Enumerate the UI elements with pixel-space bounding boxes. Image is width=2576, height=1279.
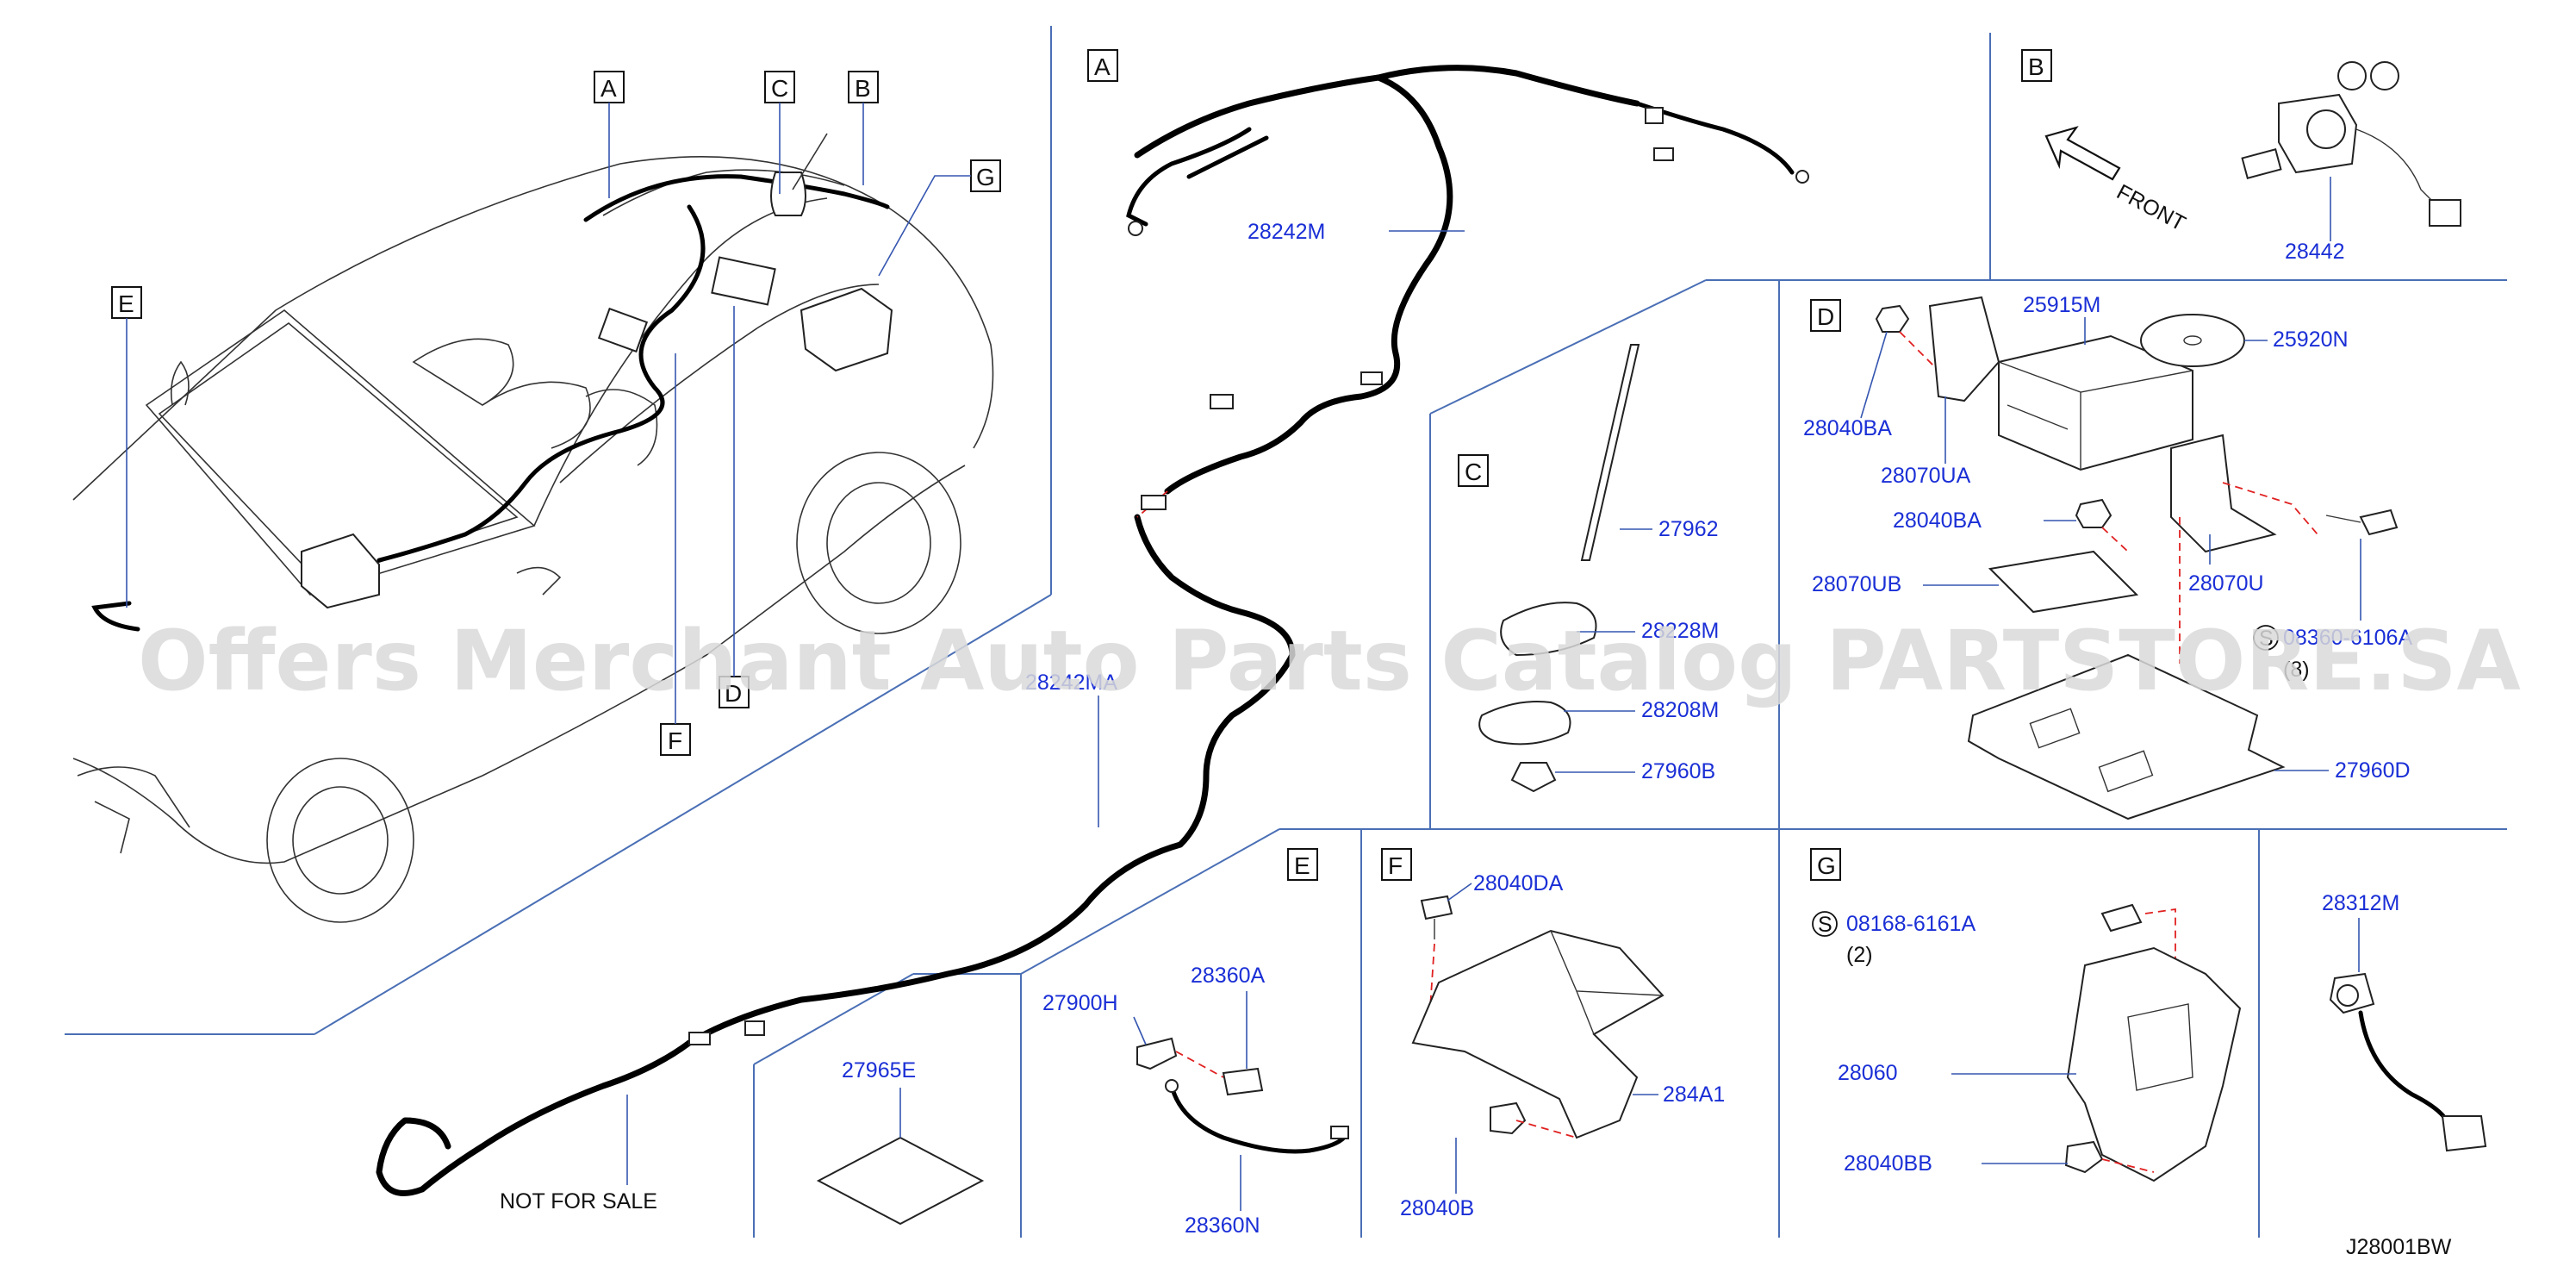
- svg-text:28442: 28442: [2285, 240, 2345, 264]
- svg-text:28228M: 28228M: [1641, 619, 1719, 643]
- section-A-label: A: [1087, 49, 1118, 82]
- svg-text:28360N: 28360N: [1185, 1213, 1260, 1238]
- svg-text:C: C: [771, 75, 788, 102]
- front-arrow-icon: [2044, 126, 2121, 181]
- svg-text:28070UB: 28070UB: [1812, 572, 1901, 596]
- section-B-label: B: [2021, 49, 2052, 82]
- svg-text:E: E: [1294, 852, 1310, 879]
- diagram-code: J28001BW: [2346, 1235, 2452, 1259]
- overview-callout-B[interactable]: B: [848, 71, 879, 185]
- svg-text:28060: 28060: [1838, 1061, 1898, 1085]
- svg-text:S: S: [1818, 913, 1832, 937]
- svg-text:G: G: [976, 164, 995, 190]
- svg-text:D: D: [1817, 303, 1834, 330]
- svg-text:D: D: [725, 680, 742, 707]
- svg-text:27960D: 27960D: [2335, 758, 2411, 783]
- svg-text:28040B: 28040B: [1400, 1196, 1474, 1220]
- overview-callout-G[interactable]: G: [878, 159, 1001, 277]
- svg-text:284A1: 284A1: [1663, 1082, 1725, 1107]
- svg-text:28040BB: 28040BB: [1844, 1151, 1932, 1176]
- svg-text:27960B: 27960B: [1641, 759, 1715, 783]
- watermark: Offers Merchant Auto Parts Catalog PARTS…: [138, 613, 2521, 709]
- svg-text:A: A: [1094, 53, 1111, 80]
- camera-part-28442: [2241, 61, 2461, 227]
- svg-text:NOT FOR SALE: NOT FOR SALE: [500, 1189, 657, 1213]
- section-G: G S 08168-6161A (2) 28060 28040BB: [1810, 848, 2242, 1182]
- svg-text:25915M: 25915M: [2023, 293, 2100, 317]
- s-mark-D: S: [2253, 625, 2279, 651]
- svg-text:FRONT: FRONT: [2112, 180, 2189, 236]
- section-E: E 27965E 27900H 28360A 28360N: [816, 848, 1349, 1238]
- section-D: D 28040BA 25915M 25920N: [1803, 293, 2412, 820]
- overview-callout-E[interactable]: E: [111, 286, 142, 608]
- svg-text:(2): (2): [1846, 943, 1873, 967]
- section-D-label: D: [1810, 299, 1841, 332]
- vehicle-overview: A C B G E D F: [72, 71, 1001, 923]
- overview-callout-F[interactable]: F: [660, 353, 691, 756]
- section-F: F 28040DA 284A1 28040B: [1381, 848, 1725, 1220]
- overview-callout-D[interactable]: D: [719, 306, 750, 708]
- svg-text:28070U: 28070U: [2188, 571, 2264, 596]
- svg-text:G: G: [1817, 852, 1836, 879]
- svg-text:28040DA: 28040DA: [1473, 871, 1564, 895]
- svg-text:S: S: [2259, 627, 2274, 651]
- section-G-label: G: [1810, 848, 1841, 881]
- section-H: 28312M: [2322, 891, 2487, 1152]
- svg-text:27900H: 27900H: [1042, 991, 1118, 1015]
- svg-text:F: F: [668, 727, 682, 754]
- svg-text:C: C: [1465, 459, 1482, 485]
- overview-callout-C[interactable]: C: [764, 71, 795, 194]
- section-B: B FRONT 28442: [2021, 49, 2461, 264]
- svg-text:27965E: 27965E: [842, 1058, 916, 1082]
- svg-text:B: B: [2028, 53, 2044, 80]
- section-E-label: E: [1287, 848, 1318, 881]
- svg-text:28360A: 28360A: [1191, 964, 1266, 988]
- overview-callout-A[interactable]: A: [594, 71, 625, 198]
- section-C-label: C: [1458, 454, 1489, 487]
- svg-text:28312M: 28312M: [2322, 891, 2399, 915]
- svg-text:B: B: [855, 75, 871, 102]
- svg-text:28242MA: 28242MA: [1025, 671, 1117, 695]
- svg-text:28070UA: 28070UA: [1881, 464, 1971, 488]
- svg-text:F: F: [1388, 852, 1403, 879]
- svg-text:(8): (8): [2283, 658, 2310, 682]
- svg-text:28040BA: 28040BA: [1803, 416, 1892, 440]
- svg-text:08168-6161A: 08168-6161A: [1846, 912, 1976, 936]
- s-mark-G: S: [1812, 911, 1838, 937]
- section-A: A 28242M 28242MA NOT FOR SALE: [376, 49, 1809, 1213]
- svg-text:28040BA: 28040BA: [1893, 508, 1982, 533]
- svg-text:28208M: 28208M: [1641, 698, 1719, 722]
- svg-text:A: A: [600, 75, 617, 102]
- svg-text:E: E: [118, 290, 134, 317]
- svg-text:28242M: 28242M: [1248, 220, 1325, 244]
- svg-text:27962: 27962: [1658, 517, 1719, 541]
- svg-text:08360-6106A: 08360-6106A: [2283, 626, 2412, 650]
- section-C: C 27962 28228M 28208M 27960B: [1458, 344, 1719, 793]
- section-F-label: F: [1381, 848, 1412, 881]
- svg-text:25920N: 25920N: [2273, 328, 2349, 352]
